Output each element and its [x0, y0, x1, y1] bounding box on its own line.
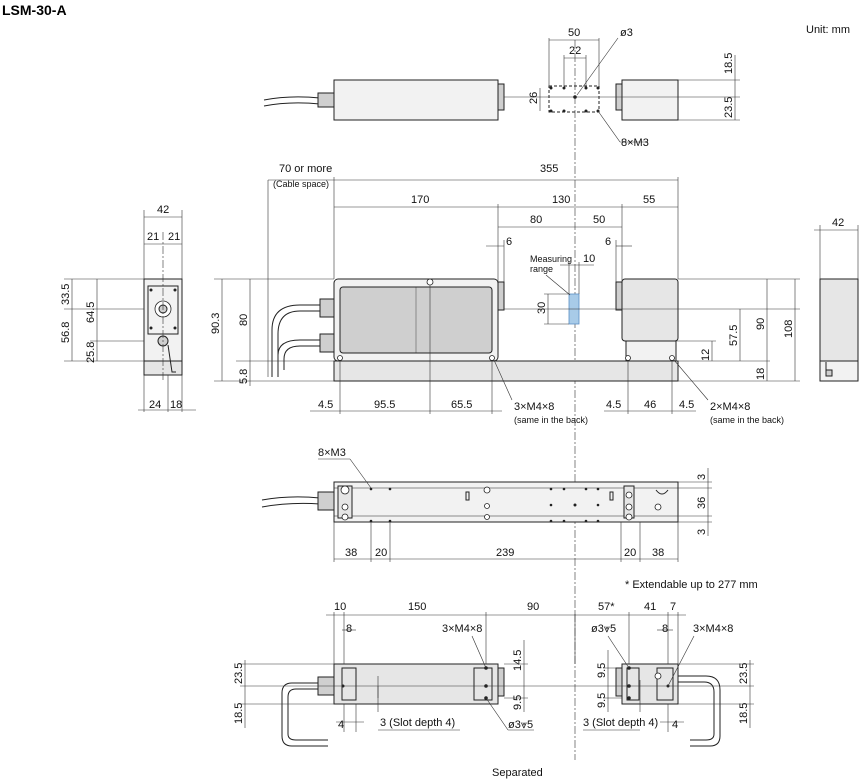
- dim-left-64-5: 64.5: [85, 302, 97, 323]
- dim-front-50: 50: [593, 214, 605, 226]
- dim-front-10: 10: [583, 253, 595, 265]
- note-extendable: * Extendable up to 277 mm: [625, 579, 758, 591]
- dim-front-18: 18: [755, 368, 767, 380]
- dim-sep-23-5a: 23.5: [233, 663, 245, 684]
- dim-sep-90: 90: [527, 601, 539, 613]
- dim-front-5-8: 5.8: [238, 369, 250, 384]
- dim-bottom-3a: 3: [696, 474, 708, 480]
- dim-front-46: 46: [644, 399, 656, 411]
- callout-sep-phi3-right: ø3⩔5: [591, 623, 616, 635]
- dim-front-80v: 80: [238, 314, 250, 326]
- dim-front-90-3: 90.3: [210, 313, 222, 334]
- dim-sep-4a: 4: [338, 719, 344, 731]
- note-measuring-1: Measuring: [530, 254, 572, 264]
- dim-sep-7: 7: [670, 601, 676, 613]
- dim-left-42: 42: [157, 204, 169, 216]
- dim-front-30: 30: [536, 302, 548, 314]
- dim-sep-41: 41: [644, 601, 656, 613]
- dim-sep-4b: 4: [672, 719, 678, 731]
- dim-top-26: 26: [528, 92, 540, 104]
- dim-left-24: 24: [149, 399, 161, 411]
- dim-sep-150: 150: [408, 601, 426, 613]
- note-cable-space: (Cable space): [273, 179, 329, 189]
- dim-front-6a: 6: [506, 236, 512, 248]
- callout-bottom-8xm3: 8×M3: [318, 447, 346, 459]
- dim-left-21a: 21: [147, 231, 159, 243]
- dim-sep-8a: 8: [346, 623, 352, 635]
- dim-top-22: 22: [569, 45, 581, 57]
- top-view: 50 22 ø3 26 18.5 23.5 8×M3: [263, 27, 740, 149]
- dim-right-42: 42: [832, 217, 844, 229]
- dim-sep-8b: 8: [662, 623, 668, 635]
- dim-cable-space: 70 or more: [279, 163, 332, 175]
- dim-front-12: 12: [700, 349, 712, 361]
- dim-front-57-5: 57.5: [728, 325, 740, 346]
- dim-front-55: 55: [643, 194, 655, 206]
- dim-front-170: 170: [411, 194, 429, 206]
- note-separated: Separated: [492, 767, 543, 779]
- dim-bottom-38b: 38: [652, 547, 664, 559]
- dim-left-18: 18: [170, 399, 182, 411]
- callout-sep-slot-right: 3 (Slot depth 4): [583, 717, 658, 729]
- dim-front-108: 108: [783, 320, 795, 338]
- dim-sep-9-5b: 9.5: [596, 663, 608, 678]
- dim-bottom-38a: 38: [345, 547, 357, 559]
- dim-left-25-8: 25.8: [85, 342, 97, 363]
- dim-top-18-5: 18.5: [723, 53, 735, 74]
- unit-label: Unit: mm: [806, 24, 850, 36]
- dim-bottom-3b: 3: [696, 529, 708, 535]
- dim-front-130: 130: [552, 194, 570, 206]
- note-same-back-right: (same in the back): [710, 415, 784, 425]
- callout-phi3: ø3: [620, 27, 633, 39]
- dim-front-95-5: 95.5: [374, 399, 395, 411]
- dim-front-355: 355: [540, 163, 558, 175]
- separated-view: * Extendable up to 277 mm 23.5 18.5 23.5…: [233, 579, 758, 779]
- dim-sep-10: 10: [334, 601, 346, 613]
- dim-sep-14-5: 14.5: [512, 650, 524, 671]
- dim-bottom-36: 36: [696, 497, 708, 509]
- dim-left-56-8: 56.8: [60, 322, 72, 343]
- dim-bottom-20a: 20: [375, 547, 387, 559]
- front-view: 70 or more (Cable space) 355 170 130 55 …: [210, 163, 800, 425]
- callout-sep-3xm4-right: 3×M4×8: [693, 623, 733, 635]
- dim-top-23-5: 23.5: [723, 97, 735, 118]
- note-measuring-2: range: [530, 264, 553, 274]
- bottom-view: 8×M3 38 20 239 20 38 3 36 3: [261, 447, 712, 562]
- note-same-back-left: (same in the back): [514, 415, 588, 425]
- dim-sep-18-5b: 18.5: [738, 703, 750, 724]
- dim-left-33-5: 33.5: [60, 284, 72, 305]
- dim-left-21b: 21: [168, 231, 180, 243]
- dim-front-80: 80: [530, 214, 542, 226]
- callout-sep-slot-left: 3 (Slot depth 4): [380, 717, 455, 729]
- callout-sep-3xm4-left: 3×M4×8: [442, 623, 482, 635]
- dim-sep-9-5a: 9.5: [512, 695, 524, 710]
- dim-sep-18-5: 18.5: [233, 703, 245, 724]
- dim-front-65-5: 65.5: [451, 399, 472, 411]
- callout-top-8xm3: 8×M3: [621, 137, 649, 149]
- dim-front-4-5a: 4.5: [318, 399, 333, 411]
- right-side-view: 42: [814, 217, 859, 382]
- dim-front-90: 90: [755, 318, 767, 330]
- callout-sep-phi3-left: ø3⩔5: [508, 719, 533, 731]
- dim-top-50: 50: [568, 27, 580, 39]
- callout-front-2xm4: 2×M4×8: [710, 401, 750, 413]
- dim-front-4-5c: 4.5: [679, 399, 694, 411]
- dim-bottom-20b: 20: [624, 547, 636, 559]
- dim-sep-23-5b: 23.5: [738, 663, 750, 684]
- left-side-view: 42 21 21 33.5 64.5 56.8 25.8 24 18: [60, 204, 196, 412]
- callout-front-3xm4: 3×M4×8: [514, 401, 554, 413]
- drawing-title: LSM-30-A: [2, 2, 67, 18]
- dim-sep-57: 57*: [598, 601, 615, 613]
- dim-sep-9-5c: 9.5: [596, 693, 608, 708]
- dim-bottom-239: 239: [496, 547, 514, 559]
- dim-front-4-5b: 4.5: [606, 399, 621, 411]
- dim-front-6b: 6: [605, 236, 611, 248]
